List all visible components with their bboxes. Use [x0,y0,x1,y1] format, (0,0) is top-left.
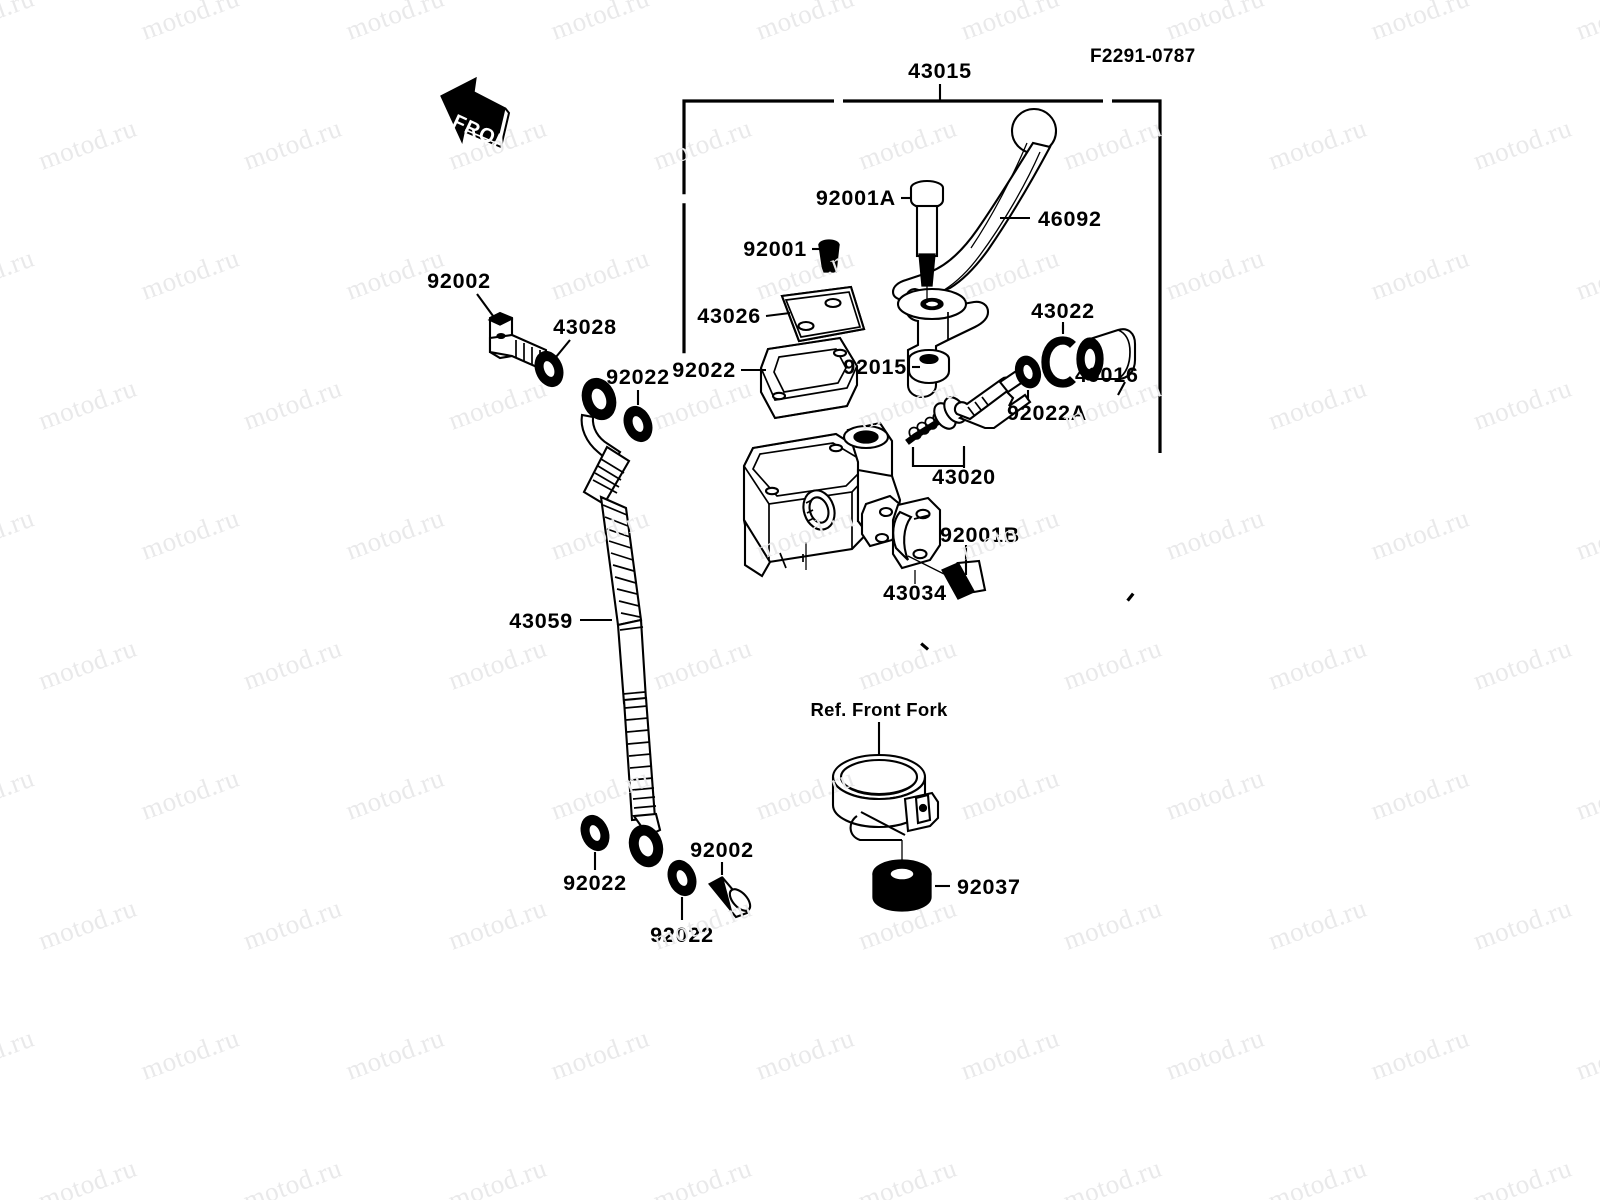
hose-coil [602,504,641,618]
reference-front-fork-label: Ref. Front Fork [810,699,947,720]
part-92015-nut: 92015 [843,348,951,385]
part-label-92022-a: 43028 [553,315,617,339]
part-92037-grommet: 92037 [872,840,1021,912]
part-43059-brake-hose: 43059 [509,377,664,868]
part-label-43015: 43015 [908,59,972,83]
part-43026-reservoir-cap: 43026 [697,285,866,343]
front-fork-clamp-band: Ref. Front Fork [810,699,948,842]
part-92022A-washer: 92022A [1007,355,1087,425]
part-label-92015: 92015 [843,355,907,379]
part-92022-washer-d: 92022 [650,859,714,947]
part-label-92022-d: 92022 [650,923,714,947]
part-label-43020: 43020 [932,465,996,489]
part-label-92002-upper: 92002 [427,269,491,293]
part-label-43059: 43059 [509,609,573,633]
part-43028-diaphragm: 92022 [672,336,859,420]
part-92001B-clamp-bolt: 92001B [907,523,1020,600]
part-label-43026: 43026 [697,304,761,328]
part-label-92001: 92001 [743,237,807,261]
part-49016-dust-boot: 49016 [1075,328,1139,396]
master-cylinder-body [742,421,904,578]
part-label-92037: 92037 [957,875,1021,899]
part-label-43022: 43022 [1031,299,1095,323]
part-label-92022-c: 92022 [563,871,627,895]
part-43034-clamp-holder: 43034 [883,496,947,605]
assembly-boundary-43015: 43015 [682,59,1162,665]
part-label-92001A: 92001A [816,186,896,210]
part-label-49016: 49016 [1075,363,1139,387]
part-92022-washer-c: 92022 [563,814,627,895]
part-92022-washer-b: 92022 [606,365,670,443]
part-92002-upper-banjo-bolt: 92002 [427,269,548,373]
front-direction-marker: FRONT [440,76,525,162]
part-label-43034: 43034 [883,581,947,605]
part-92002-lower-banjo-bolt: 92002 [690,838,754,919]
part-label-92002-lower: 92002 [690,838,754,862]
document-code: F2291-0787 [1090,46,1195,67]
part-label-43028: 92022 [672,358,736,382]
part-43022-circlip: 43022 [1031,299,1095,388]
part-label-92022-b: 92022 [606,365,670,389]
part-92001A-pivot-bolt: 92001A [816,179,945,303]
part-46092-brake-lever [891,107,1058,302]
part-92001-small-bolt: 92001 [743,237,840,273]
leader-46092: 46092 [1000,207,1102,231]
part-label-46092: 46092 [1038,207,1102,231]
part-label-92022A: 92022A [1007,401,1087,425]
hose-coil-lower [624,705,657,809]
part-label-92001B: 92001B [940,523,1020,547]
part-43020-piston-kit: 43020 [905,360,1039,489]
part-92022-washer-a: 43028 [534,315,617,388]
hose-spring-guard-upper [592,458,625,494]
